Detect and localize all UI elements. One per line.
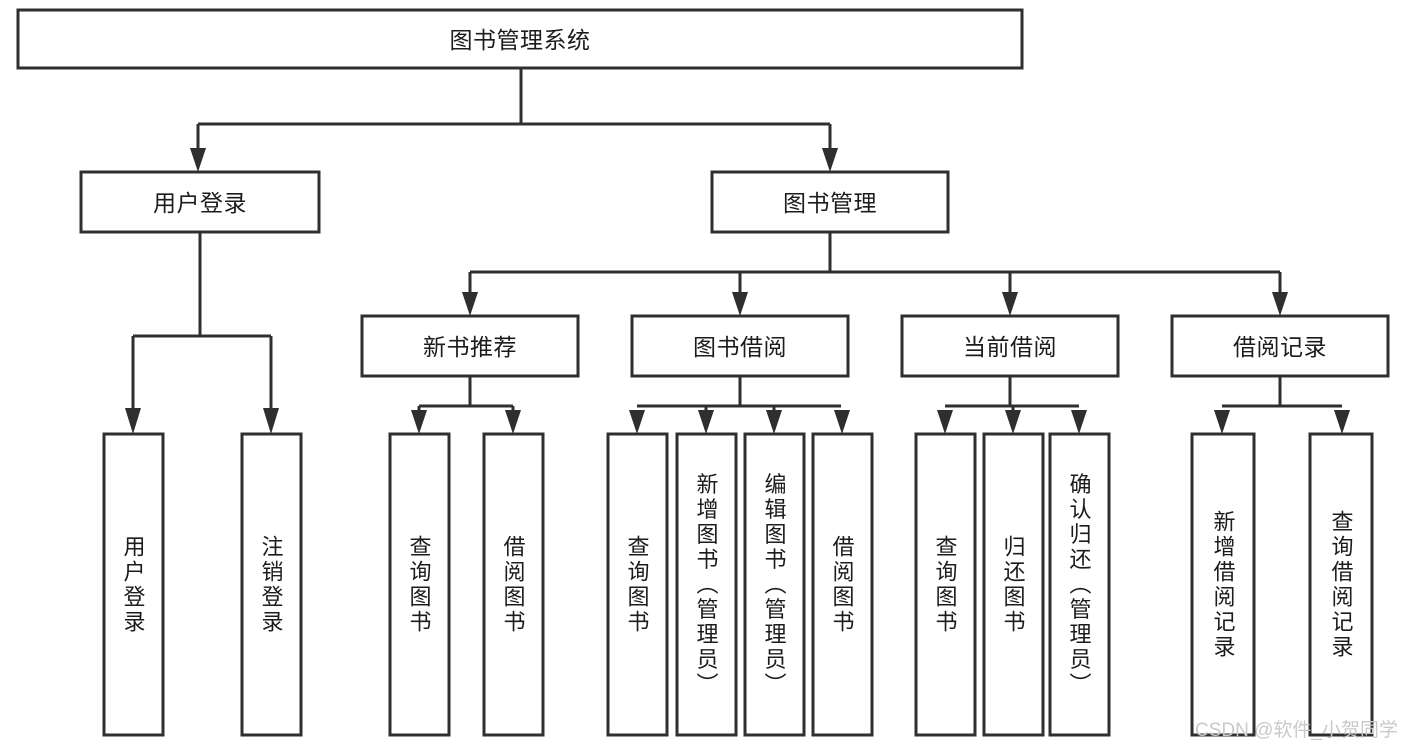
node-root-box[interactable]: [16, 8, 1024, 70]
node-book-manage-box[interactable]: [710, 170, 950, 234]
leaf-user-login-box[interactable]: [102, 432, 165, 737]
leaf-query-book-1-label: 查询图书: [407, 535, 432, 635]
node-user-login[interactable]: 用户登录: [79, 170, 321, 234]
arrow-head-book-manage: [822, 148, 838, 172]
arrow-head-br-leaf-2: [1334, 410, 1350, 434]
arrow-head-current-borrow: [1002, 292, 1018, 316]
leaf-add-record-box[interactable]: [1190, 432, 1256, 737]
arrow-head-leaf-user-login: [125, 408, 141, 434]
leaf-node-query-book-2[interactable]: 查询图书: [606, 432, 669, 737]
leaf-query-record-label: 查询借阅记录: [1329, 510, 1354, 660]
node-new-book-rec[interactable]: 新书推荐: [360, 314, 580, 378]
leaf-user-logout-label: 注销登录: [259, 535, 284, 635]
leaf-node-borrow-book-2[interactable]: 借阅图书: [811, 432, 874, 737]
leaf-edit-book-box[interactable]: [743, 432, 806, 737]
arrow-head-cb-leaf-3: [1071, 410, 1087, 434]
leaf-add-record-label: 新增借阅记录: [1211, 510, 1236, 660]
node-book-manage-label: 图书管理: [783, 190, 877, 216]
leaf-query-book-2-label: 查询图书: [625, 535, 650, 635]
leaf-node-query-record[interactable]: 查询借阅记录: [1308, 432, 1374, 737]
node-root[interactable]: 图书管理系统: [16, 8, 1024, 70]
connectors-layer: [125, 68, 1350, 434]
leaf-query-book-1-box[interactable]: [388, 432, 451, 737]
leaf-borrow-book-1-box[interactable]: [482, 432, 545, 737]
node-borrow-record-box[interactable]: [1170, 314, 1390, 378]
leaf-borrow-book-1-label: 借阅图书: [501, 535, 526, 635]
node-current-borrow-box[interactable]: [900, 314, 1120, 378]
node-book-borrow[interactable]: 图书借阅: [630, 314, 850, 378]
leaf-return-book-label: 归还图书: [1001, 535, 1026, 635]
node-book-borrow-label: 图书借阅: [693, 334, 787, 360]
node-current-borrow[interactable]: 当前借阅: [900, 314, 1120, 378]
leaf-query-book-2-box[interactable]: [606, 432, 669, 737]
watermark-label: CSDN @软件_小贺同学: [1195, 719, 1398, 741]
leaf-user-login-label: 用户登录: [121, 535, 146, 635]
leaf-node-add-book[interactable]: 新增图书（管理员）: [675, 432, 738, 737]
leaf-node-add-record[interactable]: 新增借阅记录: [1190, 432, 1256, 737]
arrow-head-leaf-user-logout: [263, 408, 279, 434]
arrow-head-bb-leaf-3: [766, 410, 782, 434]
arrow-head-br-leaf-1: [1214, 410, 1230, 434]
leaf-borrow-book-2-label: 借阅图书: [830, 535, 855, 635]
arrow-head-new-book-rec: [462, 292, 478, 316]
node-new-book-rec-label: 新书推荐: [423, 334, 517, 360]
node-root-label: 图书管理系统: [450, 27, 591, 53]
leaf-add-book-box[interactable]: [675, 432, 738, 737]
leaf-node-edit-book[interactable]: 编辑图书（管理员）: [743, 432, 806, 737]
arrow-head-user-login: [190, 148, 206, 172]
leaf-edit-book-label: 编辑图书（管理员）: [762, 473, 787, 698]
arrow-head-bb-leaf-2: [698, 410, 714, 434]
leaf-node-borrow-book-1[interactable]: 借阅图书: [482, 432, 545, 737]
leaf-return-book-box[interactable]: [982, 432, 1045, 737]
node-user-login-label: 用户登录: [153, 190, 247, 216]
arrow-head-nbr-leaf-1: [411, 410, 427, 434]
arrow-head-bb-leaf-4: [834, 410, 850, 434]
leaf-confirm-return-label: 确认归还（管理员）: [1067, 473, 1092, 698]
leaf-node-query-book-3[interactable]: 查询图书: [914, 432, 977, 737]
leaf-node-return-book[interactable]: 归还图书: [982, 432, 1045, 737]
node-borrow-record[interactable]: 借阅记录: [1170, 314, 1390, 378]
node-user-login-box[interactable]: [79, 170, 321, 234]
leaf-query-book-3-box[interactable]: [914, 432, 977, 737]
leaf-query-record-box[interactable]: [1308, 432, 1374, 737]
leaf-node-user-logout[interactable]: 注销登录: [240, 432, 303, 737]
leaf-add-book-label: 新增图书（管理员）: [694, 473, 719, 698]
node-book-borrow-box[interactable]: [630, 314, 850, 378]
arrow-head-cb-leaf-1: [937, 410, 953, 434]
leaf-node-user-login[interactable]: 用户登录: [102, 432, 165, 737]
arrow-head-cb-leaf-2: [1005, 410, 1021, 434]
node-borrow-record-label: 借阅记录: [1233, 334, 1327, 360]
leaf-query-book-3-label: 查询图书: [933, 535, 958, 635]
node-book-manage[interactable]: 图书管理: [710, 170, 950, 234]
node-current-borrow-label: 当前借阅: [963, 334, 1057, 360]
arrow-head-borrow-record: [1272, 292, 1288, 316]
leaf-user-logout-box[interactable]: [240, 432, 303, 737]
leaf-node-query-book-1[interactable]: 查询图书: [388, 432, 451, 737]
arrow-head-book-borrow: [732, 292, 748, 316]
arrow-head-nbr-leaf-2: [505, 410, 521, 434]
arrow-head-bb-leaf-1: [629, 410, 645, 434]
leaf-node-confirm-return[interactable]: 确认归还（管理员）: [1048, 432, 1111, 737]
leaf-borrow-book-2-box[interactable]: [811, 432, 874, 737]
node-new-book-rec-box[interactable]: [360, 314, 580, 378]
leaf-confirm-return-box[interactable]: [1048, 432, 1111, 737]
